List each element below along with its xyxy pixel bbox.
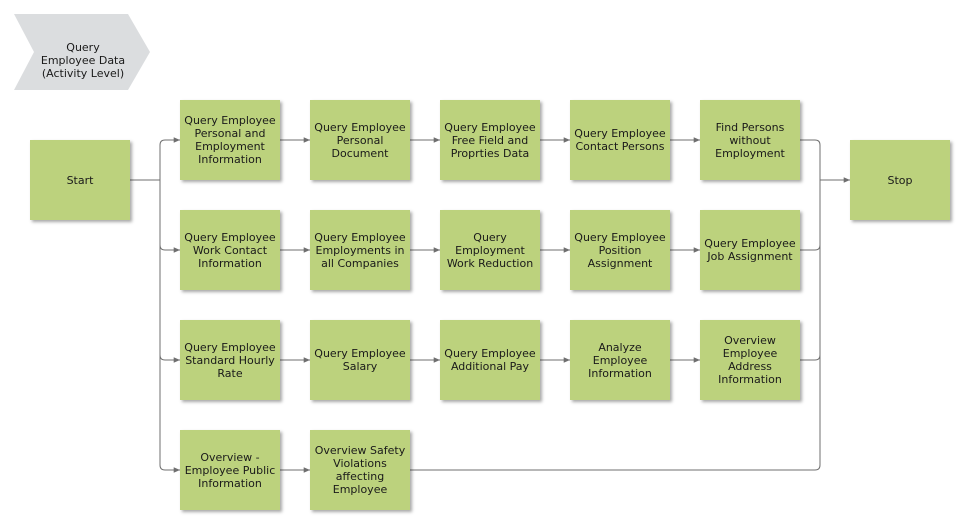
start-label: Start xyxy=(66,173,94,187)
activity-label: Query Employee Work Contact Information xyxy=(184,230,276,270)
connector-row4-to-merge xyxy=(410,180,821,471)
activity-node: Query Employee Personal Document xyxy=(310,100,410,180)
activity-label: Query Employee Salary xyxy=(314,347,406,373)
activity-node: Query Employee Contact Persons xyxy=(570,100,670,180)
activity-label: Query Employee Personal Document xyxy=(314,120,406,160)
connector-split-to-row1 xyxy=(159,137,180,180)
activity-node: Query Employee Work Contact Information xyxy=(180,210,280,290)
activity-label: Overview - Employee Public Information xyxy=(184,450,276,490)
activity-node: Query Employee Job Assignment xyxy=(700,210,800,290)
activity-node: Overview Employee Address Information xyxy=(700,320,800,400)
activity-node: Query Employee Personal and Employment I… xyxy=(180,100,280,180)
activity-label: Query Employee Employments in all Compan… xyxy=(314,230,406,270)
connector-split-to-row3 xyxy=(159,180,180,363)
activity-node: Overview Safety Violations affecting Emp… xyxy=(310,430,410,510)
activity-node: Query Employee Standard Hourly Rate xyxy=(180,320,280,400)
activity-node: Query Employee Position Assignment xyxy=(570,210,670,290)
connector-row1-to-merge xyxy=(800,139,821,180)
activity-label: Query Employee Personal and Employment I… xyxy=(184,114,276,166)
activity-label: Overview Safety Violations affecting Emp… xyxy=(314,444,406,496)
connector-split-to-row4 xyxy=(159,180,180,473)
process-title: Query Employee Data (Activity Level) xyxy=(40,40,126,80)
activity-label: Find Persons without Employment xyxy=(715,120,785,160)
activity-label: Query Employee Job Assignment xyxy=(704,237,796,263)
activity-node: Overview - Employee Public Information xyxy=(180,430,280,510)
connector-row2-to-merge xyxy=(800,180,821,251)
connector-row3-to-merge xyxy=(800,180,821,361)
activity-node: Query Employee Free Field and Proprties … xyxy=(440,100,540,180)
activity-node: Query Employee Salary xyxy=(310,320,410,400)
activity-node: Query Employment Work Reduction xyxy=(440,210,540,290)
start-node: Start xyxy=(30,140,130,220)
activity-label: Query Employee Additional Pay xyxy=(444,347,536,373)
activity-label: Query Employee Standard Hourly Rate xyxy=(184,340,276,380)
connector-split-to-row2 xyxy=(159,180,180,253)
activity-label: Analyze Employee Information xyxy=(588,340,652,380)
process-title-shape: Query Employee Data (Activity Level) xyxy=(10,10,152,92)
activity-node: Find Persons without Employment xyxy=(700,100,800,180)
activity-node: Query Employee Additional Pay xyxy=(440,320,540,400)
activity-label: Query Employment Work Reduction xyxy=(446,230,534,270)
stop-label: Stop xyxy=(887,173,913,187)
activity-node: Query Employee Employments in all Compan… xyxy=(310,210,410,290)
activity-label: Query Employee Contact Persons xyxy=(574,127,666,153)
activity-label: Query Employee Free Field and Proprties … xyxy=(444,120,536,160)
activity-label: Overview Employee Address Information xyxy=(718,334,782,386)
activity-label: Query Employee Position Assignment xyxy=(574,230,666,270)
stop-node: Stop xyxy=(850,140,950,220)
activity-node: Analyze Employee Information xyxy=(570,320,670,400)
